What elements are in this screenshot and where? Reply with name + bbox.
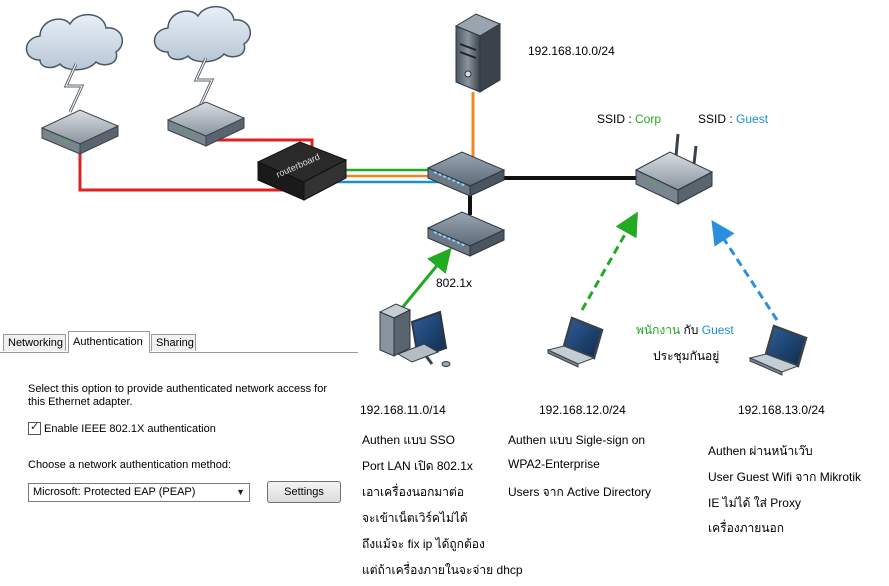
lan-note-line: Authen แบบ SSO xyxy=(362,433,456,447)
guest-note-line: User Guest Wifi จาก Mikrotik xyxy=(708,470,862,484)
guest-subnet-label: 192.168.13.0/24 xyxy=(738,403,825,417)
ieee-8021x-option[interactable]: Enable IEEE 802.1X authentication xyxy=(28,420,216,436)
laptop-icon xyxy=(546,316,604,368)
lightning-icon xyxy=(193,57,215,107)
lan-subnet-label: 192.168.11.0/14 xyxy=(360,403,446,417)
guest-note-line: เครื่องภายนอก xyxy=(708,521,784,535)
ssid-guest-value: Guest xyxy=(736,112,769,126)
tab-networking[interactable]: Networking xyxy=(3,334,66,351)
switch-icon xyxy=(426,151,506,197)
staff-text: พนักงาน xyxy=(636,323,681,337)
corp-note-line: Users จาก Active Directory xyxy=(508,485,652,499)
lan-note-line: แต่ถ้าเครื่องภายในจะจ่าย dhcp xyxy=(362,563,523,577)
cloud-icon xyxy=(153,6,252,63)
cloud-icon xyxy=(25,14,124,71)
tab-sharing[interactable]: Sharing xyxy=(151,334,196,351)
access-point-icon xyxy=(634,133,714,205)
tab-strip: Networking Authentication Sharing xyxy=(0,330,358,353)
staff-guest-label: พนักงาน กับ Guest xyxy=(636,321,734,340)
lan-note-line: Port LAN เปิด 802.1x xyxy=(362,459,473,473)
modem-icon xyxy=(166,101,246,147)
guest-note-line: Authen ผ่านหน้าเว๊บ xyxy=(708,444,813,458)
guest-text: Guest xyxy=(701,323,734,337)
corp-wifi-arrow xyxy=(580,211,638,311)
with-text: กับ xyxy=(680,323,702,337)
ssid-guest-label: SSID : Guest xyxy=(698,112,768,126)
server-icon xyxy=(454,13,502,93)
lightning-icon xyxy=(63,63,85,113)
lan-note-line: ถึงแม้จะ fix ip ได้ถูกต้อง xyxy=(362,537,485,551)
dialog-description: Select this option to provide authentica… xyxy=(28,383,328,408)
dot1x-arrow xyxy=(400,247,452,309)
auth-method-value: Microsoft: Protected EAP (PEAP) xyxy=(33,486,196,498)
chevron-down-icon[interactable]: ▼ xyxy=(236,487,245,497)
settings-button[interactable]: Settings xyxy=(267,481,341,503)
enable-8021x-checkbox[interactable] xyxy=(28,420,41,435)
guest-wifi-arrow xyxy=(711,219,779,321)
modem-icon xyxy=(40,109,120,155)
enable-8021x-label: Enable IEEE 802.1X authentication xyxy=(44,423,216,435)
adapter-properties-dialog: Networking Authentication Sharing Select… xyxy=(0,330,358,586)
ssid-corp-label: SSID : Corp xyxy=(597,112,661,126)
corp-note-line: WPA2-Enterprise xyxy=(508,457,600,471)
server-subnet-label: 192.168.10.0/24 xyxy=(528,44,615,58)
lan-note-line: จะเข้าเน็ตเวิร์คไม่ได้ xyxy=(362,511,468,525)
desktop-pc-icon xyxy=(378,303,451,367)
guest-note-line: IE ไม่ได้ ใส่ Proxy xyxy=(708,496,801,510)
mikrotik-router-icon: routerboard xyxy=(256,141,348,201)
ssid-guest-prefix: SSID : xyxy=(698,112,737,126)
auth-method-label: Choose a network authentication method: xyxy=(28,459,232,471)
corp-subnet-label: 192.168.12.0/24 xyxy=(539,403,626,417)
ssid-corp-value: Corp xyxy=(635,112,662,126)
lan-note-line: เอาเครื่องนอกมาต่อ xyxy=(362,485,465,499)
corp-note-line: Authen แบบ Sigle-sign on xyxy=(508,433,646,447)
meeting-label: ประชุมกันอยู่ xyxy=(653,349,720,363)
laptop-icon xyxy=(748,324,808,376)
dot1x-label: 802.1x xyxy=(436,276,473,290)
auth-method-select[interactable]: Microsoft: Protected EAP (PEAP) ▼ xyxy=(28,483,250,502)
ssid-corp-prefix: SSID : xyxy=(597,112,636,126)
switch-icon xyxy=(426,211,506,257)
tab-authentication[interactable]: Authentication xyxy=(68,331,150,353)
